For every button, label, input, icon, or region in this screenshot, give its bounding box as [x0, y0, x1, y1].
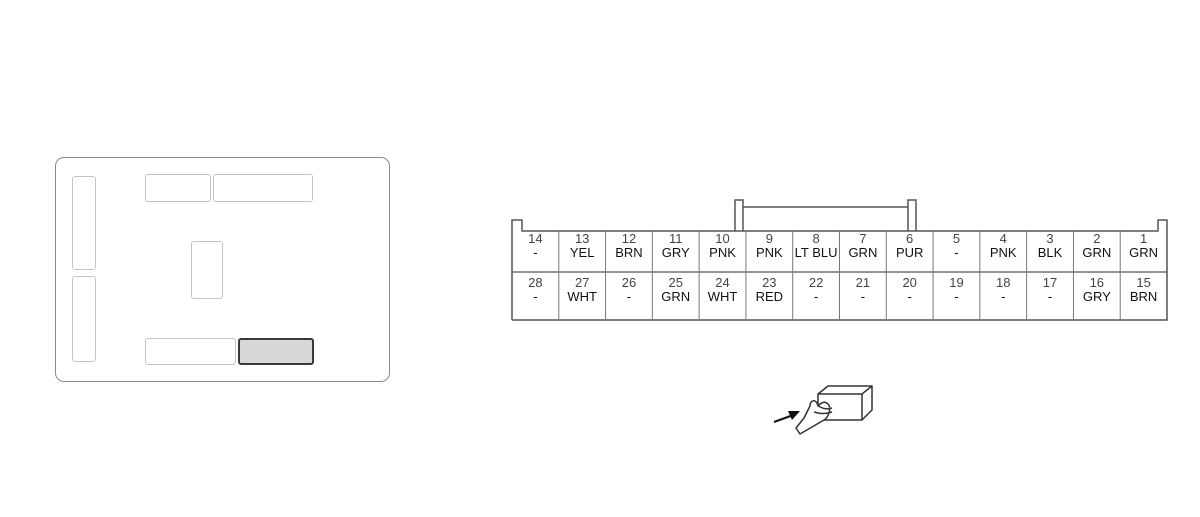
wire-color: - — [1047, 289, 1053, 304]
pin-number: 25 — [668, 275, 683, 290]
pin-number: 16 — [1089, 275, 1105, 290]
pin-number: 21 — [855, 275, 871, 290]
wire-color: GRN — [848, 245, 878, 260]
wire-color: GRN — [1129, 245, 1159, 260]
pin-14: 14- — [512, 232, 559, 260]
pin-26: 26- — [606, 276, 653, 304]
hand-pointing-connector-icon — [770, 378, 880, 438]
pin-number: 24 — [715, 275, 730, 290]
pin-number: 23 — [762, 275, 777, 290]
pin-number: 4 — [999, 231, 1007, 246]
wire-color: - — [954, 289, 959, 304]
wire-color: BRN — [1129, 289, 1158, 304]
pin-number: 3 — [1046, 231, 1054, 246]
pin-17: 17- — [1027, 276, 1074, 304]
wire-color: GRY — [1082, 289, 1111, 304]
connector-slot-left-bottom[interactable] — [72, 276, 96, 362]
pin-number: 17 — [1042, 275, 1058, 290]
connector-slot-top-right[interactable] — [213, 174, 313, 202]
wire-color: BRN — [615, 245, 643, 260]
wire-color: PNK — [709, 245, 736, 260]
wire-color: - — [907, 289, 912, 304]
wire-color: - — [813, 289, 819, 304]
pin-20: 20- — [886, 276, 933, 304]
connector-slot-center[interactable] — [191, 241, 223, 299]
wire-color: YEL — [569, 245, 595, 260]
pin-number: 12 — [621, 231, 637, 246]
pin-21: 21- — [840, 276, 887, 304]
pin-number: 8 — [812, 231, 820, 246]
pin-28: 28- — [512, 276, 559, 304]
pin-number: 15 — [1136, 275, 1151, 290]
housing-body — [511, 219, 1168, 321]
pin-19: 19- — [933, 276, 980, 304]
pin-18: 18- — [980, 276, 1027, 304]
connector-outline — [511, 199, 1168, 321]
pin-number: 27 — [574, 275, 590, 290]
wire-color: PNK — [989, 245, 1017, 260]
pin-number: 13 — [574, 231, 590, 246]
latch-left-post — [734, 199, 744, 231]
wire-color: LT BLU — [794, 245, 838, 260]
pin-number: 5 — [952, 231, 961, 246]
pin-number: 19 — [949, 275, 964, 290]
wire-color: WHT — [567, 289, 597, 304]
wire-color: - — [533, 245, 538, 260]
pin-number: 2 — [1093, 231, 1101, 246]
pin-number: 18 — [996, 275, 1011, 290]
pin-number: 14 — [528, 231, 543, 246]
wire-color: WHT — [707, 289, 738, 304]
wire-color: PUR — [895, 245, 924, 260]
wire-color: - — [1001, 289, 1006, 304]
wire-color: GRN — [1082, 245, 1112, 260]
pin-number: 28 — [528, 275, 543, 290]
pin-5: 5- — [933, 232, 980, 260]
pin-number: 9 — [765, 231, 773, 246]
wire-color: BLK — [1037, 245, 1063, 260]
wire-color: PNK — [755, 245, 783, 260]
wire-color: GRN — [661, 289, 691, 304]
connector-slot-top-left[interactable] — [145, 174, 211, 202]
wire-color: - — [626, 289, 632, 304]
pin-number: 20 — [902, 275, 917, 290]
pin-number: 1 — [1139, 231, 1148, 246]
wire-color: GRY — [661, 245, 690, 260]
wire-color: - — [954, 245, 959, 260]
latch-right-post — [907, 199, 917, 231]
pin-number: 26 — [621, 275, 637, 290]
pin-number: 7 — [859, 231, 867, 246]
pin-22: 22- — [793, 276, 840, 304]
pin-number: 11 — [668, 231, 683, 246]
wire-color: RED — [755, 289, 784, 304]
connector-slot-bottom-left[interactable] — [145, 338, 236, 365]
pin-number: 22 — [808, 275, 824, 290]
component-locator-outline — [55, 157, 390, 382]
pin-number: 6 — [906, 231, 914, 246]
pin-number: 10 — [715, 231, 730, 246]
connector-slot-bottom-right[interactable] — [238, 338, 314, 365]
wire-color: - — [860, 289, 866, 304]
wire-color: - — [533, 289, 538, 304]
connector-slot-left-top[interactable] — [72, 176, 96, 270]
